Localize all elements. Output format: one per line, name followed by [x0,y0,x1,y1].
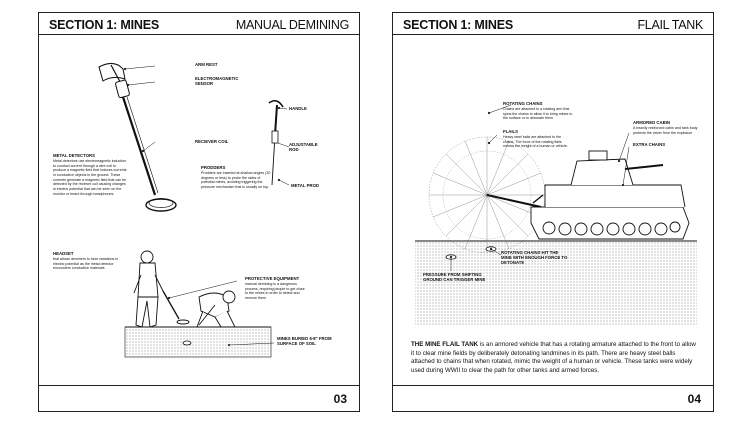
protective-equipment-heading: PROTECTIVE EQUIPMENT [245,276,300,281]
label-electromagnetic-sensor: ELECTROMAGNETIC SENSOR [195,76,239,86]
rotating-chains-text: Chains are attached to a rotating arm th… [503,107,573,121]
metal-detectors-heading: METAL DETECTORS [53,153,96,158]
label-rotating-chains-hit: ROTATING CHAINS HIT THE MINE WITH ENOUGH… [501,250,568,265]
page-footer: 04 [393,385,713,411]
flails-text: Heavy steel balls are attached to the ch… [503,135,568,149]
page-flail-tank: SECTION 1: MINES FLAIL TANK [392,12,714,412]
paragraph-body: is an armored vehicle that has a rotatin… [411,341,696,375]
page-title: MANUAL DEMINING [235,18,349,32]
page-title: FLAIL TANK [637,18,703,32]
standing-deminer-figure [133,250,190,328]
flail-tank-illustration [415,104,697,325]
page-number: 03 [333,392,347,406]
armored-cabin-heading: ARMORED CABIN [633,120,670,125]
page-manual-demining: SECTION 1: MINES MANUAL DEMINING [38,12,360,412]
page-header: SECTION 1: MINES MANUAL DEMINING [39,13,359,35]
label-extra-chains: EXTRA CHAINS [633,142,666,147]
armored-cabin-text: A heavily reinforced cabin and tank body… [633,126,698,135]
prodders-heading: PRODDERS [201,165,226,170]
label-adjustable-rod: ADJUSTABLE ROD [289,142,318,152]
ground-cross-section [415,241,697,325]
headset-heading: HEADSET [53,251,74,256]
prodder-drawing [268,99,284,186]
label-metal-prod: METAL PROD [291,183,320,188]
page-header: SECTION 1: MINES FLAIL TANK [393,13,713,35]
flails-heading: FLAILS [503,129,519,134]
metal-detectors-text: Metal detectors use electromagnetic indu… [53,159,127,196]
section-title: SECTION 1: MINES [403,18,514,32]
rotating-chains-heading: ROTATING CHAINS [503,101,543,106]
flail-tank-paragraph: THE MINE FLAIL TANK is an armored vehicl… [411,341,697,376]
label-pressure-shifting: PRESSURE FROM SHIFTING GROUND CAN TRIGGE… [423,272,486,282]
label-receiver-coil: RECIEVER COIL [195,139,229,144]
metal-detector-drawing [98,63,177,212]
page-footer: 03 [39,385,359,411]
kneeling-deminer-figure [196,290,236,328]
label-mines-buried: MINES BURIED 6-8" FROM SURFACE OF SOIL [277,336,332,346]
manual-demining-illustration [98,63,290,358]
protective-equipment-text: manual demining is a dangerous process, … [245,282,305,301]
label-arm-rest: ARM REST [195,62,218,67]
tank-drawing [530,150,690,240]
page-number: 04 [687,392,701,406]
section-title: SECTION 1: MINES [49,18,160,32]
paragraph-lead: THE MINE FLAIL TANK [411,341,479,348]
soil-cross-section [124,326,272,358]
label-handle: HANDLE [289,106,307,111]
prodders-text: Prodders are inserted at shallow angles … [201,171,271,190]
headset-text: that allows deminers to hear variations … [53,257,119,271]
